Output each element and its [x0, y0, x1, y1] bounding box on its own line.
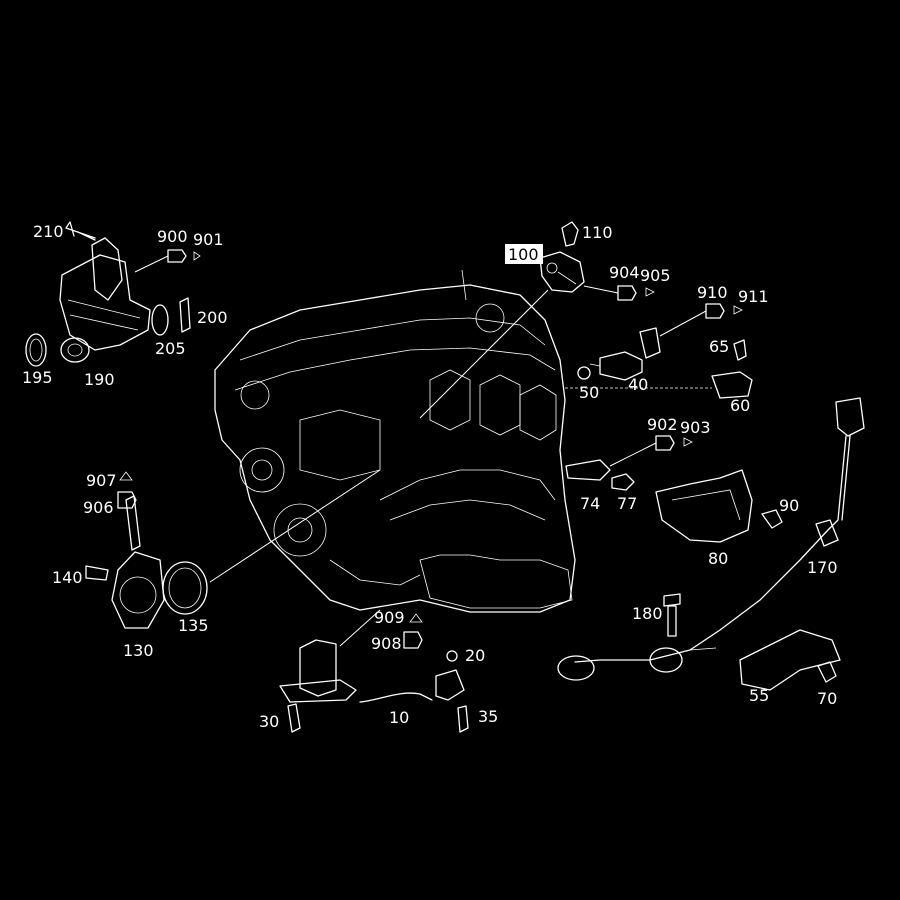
label-10: 10 [389, 708, 409, 727]
sensor-100 [539, 221, 585, 293]
label-35: 35 [478, 707, 498, 726]
label-200: 200 [197, 308, 228, 327]
label-80: 80 [708, 549, 728, 568]
label-902: 902 [647, 415, 678, 434]
label-906: 906 [83, 498, 114, 517]
label-40: 40 [628, 375, 648, 394]
label-100: 100 [508, 245, 539, 264]
bolt-180 [663, 593, 681, 637]
label-907: 907 [86, 471, 117, 490]
label-210: 210 [33, 222, 64, 241]
label-901: 901 [193, 230, 224, 249]
label-180: 180 [632, 604, 663, 623]
label-50: 50 [579, 383, 599, 402]
label-908: 908 [371, 634, 402, 653]
label-140: 140 [52, 568, 83, 587]
pump-130 [85, 495, 208, 629]
connector-910 [705, 303, 743, 319]
sensor-40 [577, 327, 661, 381]
bracket-60 [711, 339, 753, 399]
label-70: 70 [817, 689, 837, 708]
part-labels: 210 900 901 200 205 195 190 110 100 904 … [22, 222, 838, 731]
leader-lines [134, 255, 707, 647]
label-910: 910 [697, 283, 728, 302]
engine-block [214, 269, 576, 613]
label-77: 77 [617, 494, 637, 513]
label-60: 60 [730, 396, 750, 415]
connector-902 [655, 435, 693, 451]
label-900: 900 [157, 227, 188, 246]
actuator-10 [279, 639, 469, 733]
label-110: 110 [582, 223, 613, 242]
label-904: 904 [609, 263, 640, 282]
label-909: 909 [374, 608, 405, 627]
highlight-box-100 [505, 244, 543, 264]
connector-906 [117, 471, 137, 509]
label-170: 170 [807, 558, 838, 577]
label-55: 55 [749, 686, 769, 705]
label-905: 905 [640, 266, 671, 285]
label-911: 911 [738, 287, 769, 306]
label-195: 195 [22, 368, 53, 387]
connector-900 [167, 249, 201, 263]
label-30: 30 [259, 712, 279, 731]
label-903: 903 [680, 418, 711, 437]
bracket-55 [739, 629, 841, 691]
label-20: 20 [465, 646, 485, 665]
water-pump-assembly [25, 221, 191, 367]
label-130: 130 [123, 641, 154, 660]
label-90: 90 [779, 496, 799, 515]
sensor-74 [565, 459, 635, 491]
knock-sensor-harness [557, 397, 865, 681]
label-190: 190 [84, 370, 115, 389]
label-65: 65 [709, 337, 729, 356]
label-74: 74 [580, 494, 600, 513]
label-205: 205 [155, 339, 186, 358]
connector-908 [403, 613, 423, 649]
connector-904 [617, 285, 655, 301]
bracket-80 [655, 469, 783, 543]
label-135: 135 [178, 616, 209, 635]
